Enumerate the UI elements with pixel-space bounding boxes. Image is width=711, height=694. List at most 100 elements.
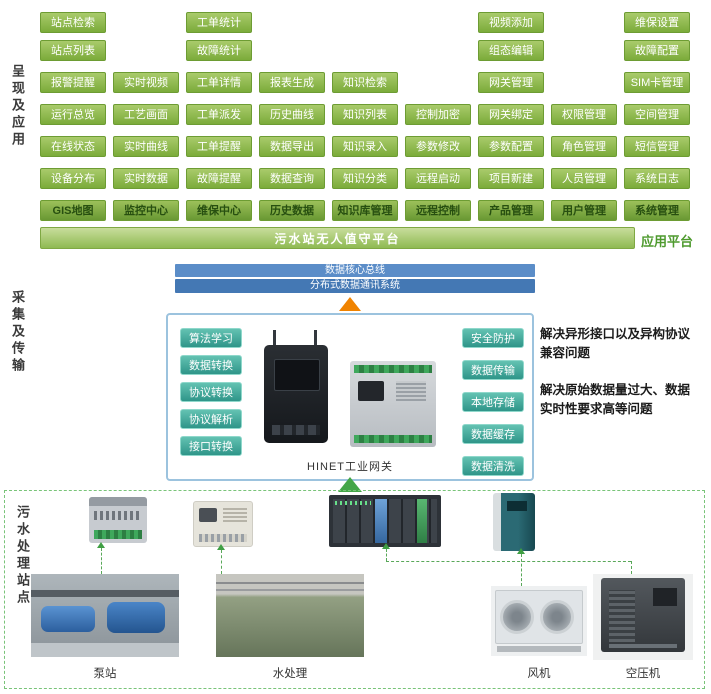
up-arrow-green-icon [338, 477, 362, 492]
app-feature-box: 数据导出 [259, 136, 325, 157]
gateway-function-box: 数据缓存 [462, 424, 524, 444]
platform-bar: 污水站无人值守平台 [40, 227, 635, 249]
note-protocol-compatibility: 解决异形接口以及异构协议兼容问题 [540, 327, 691, 361]
gateway-box: 算法学习数据转换协议转换协议解析接口转换 安全防护数据传输本地存储数据缓存数据清… [166, 313, 534, 481]
gateway-function-box: 数据传输 [462, 360, 524, 380]
industrial-router-image [264, 330, 328, 443]
pump-station-photo [31, 574, 179, 657]
app-feature-box: 故障统计 [186, 40, 252, 61]
gateway-label: HINET工业网关 [307, 461, 393, 473]
up-arrowhead-icon [97, 542, 105, 548]
distributed-comm-bar: 分布式数据通讯系统 [175, 279, 535, 293]
app-feature-box: 工艺画面 [113, 104, 179, 125]
up-arrow-orange-icon [339, 297, 361, 311]
site-label-air-compressor: 空压机 [625, 668, 661, 680]
app-feature-box: 远程控制 [405, 200, 471, 221]
app-feature-box: 用户管理 [551, 200, 617, 221]
gateway-function-box: 本地存储 [462, 392, 524, 412]
app-feature-box: 知识列表 [332, 104, 398, 125]
app-feature-box: 实时视频 [113, 72, 179, 93]
data-core-bus-bar: 数据核心总线 [175, 264, 535, 277]
app-feature-box: 产品管理 [478, 200, 544, 221]
note-data-volume: 解决原始数据量过大、数据实时性要求高等问题 [540, 383, 691, 417]
gateway-function-box: 数据清洗 [462, 456, 524, 476]
gateway-left-functions: 算法学习数据转换协议转换协议解析接口转换 [180, 328, 242, 456]
site-label-water-treatment: 水处理 [272, 668, 308, 680]
dashed-connector [386, 561, 631, 562]
app-feature-box: 知识检索 [332, 72, 398, 93]
gateway-right-functions: 安全防护数据传输本地存储数据缓存数据清洗 [462, 328, 524, 476]
fan-unit-photo [491, 586, 587, 656]
air-compressor-photo [593, 574, 693, 660]
gateway-function-box: 接口转换 [180, 436, 242, 456]
up-arrowhead-icon [517, 548, 525, 554]
app-feature-box: 参数修改 [405, 136, 471, 157]
gateway-function-box: 安全防护 [462, 328, 524, 348]
side-label-presentation: 呈现及应用 [10, 64, 25, 149]
app-feature-box: 工单提醒 [186, 136, 252, 157]
app-feature-box: 参数配置 [478, 136, 544, 157]
app-feature-box: GIS地图 [40, 200, 106, 221]
app-feature-box: 故障提醒 [186, 168, 252, 189]
gateway-function-box: 协议解析 [180, 409, 242, 429]
dashed-connector [631, 561, 632, 574]
io-rack-image [329, 495, 441, 547]
app-feature-box: 项目新建 [478, 168, 544, 189]
app-feature-box: 工单详情 [186, 72, 252, 93]
gateway-function-box: 协议转换 [180, 382, 242, 402]
app-feature-box: 组态编辑 [478, 40, 544, 61]
app-feature-box: 工单统计 [186, 12, 252, 33]
up-arrowhead-icon [217, 544, 225, 550]
controller-device-image [493, 493, 535, 551]
side-label-transmission: 采集及传输 [10, 290, 25, 375]
app-feature-box: 历史曲线 [259, 104, 325, 125]
site-label-fan: 风机 [527, 668, 551, 680]
app-feature-box: 监控中心 [113, 200, 179, 221]
app-feature-box: 人员管理 [551, 168, 617, 189]
app-feature-box: SIM卡管理 [624, 72, 690, 93]
app-feature-box: 空间管理 [624, 104, 690, 125]
dashed-connector [101, 548, 102, 574]
app-feature-box: 知识库管理 [332, 200, 398, 221]
app-feature-box: 网关绑定 [478, 104, 544, 125]
app-feature-box: 工单派发 [186, 104, 252, 125]
app-feature-box: 知识分类 [332, 168, 398, 189]
gateway-function-box: 算法学习 [180, 328, 242, 348]
app-feature-box: 维保设置 [624, 12, 690, 33]
app-feature-box: 运行总览 [40, 104, 106, 125]
side-label-stations: 污水处理站点 [15, 505, 30, 607]
app-feature-box: 角色管理 [551, 136, 617, 157]
app-feature-box: 报警提醒 [40, 72, 106, 93]
plc-device-2-image [193, 501, 253, 547]
dashed-connector [221, 550, 222, 574]
app-feature-box: 网关管理 [478, 72, 544, 93]
water-treatment-photo [216, 574, 364, 657]
app-feature-box: 系统管理 [624, 200, 690, 221]
app-feature-box: 控制加密 [405, 104, 471, 125]
app-feature-box: 系统日志 [624, 168, 690, 189]
app-feature-box: 站点列表 [40, 40, 106, 61]
dashed-connector [386, 549, 387, 561]
dashed-connector [521, 554, 522, 586]
gateway-function-box: 数据转换 [180, 355, 242, 375]
stations-section: 污水处理站点 [4, 490, 705, 689]
app-feature-box: 知识录入 [332, 136, 398, 157]
app-feature-box: 站点检索 [40, 12, 106, 33]
site-label-pump-station: 泵站 [93, 668, 117, 680]
app-feature-box: 历史数据 [259, 200, 325, 221]
app-feature-box: 数据查询 [259, 168, 325, 189]
plc-device-1-image [89, 497, 147, 543]
app-feature-box: 短信管理 [624, 136, 690, 157]
app-feature-box: 视频添加 [478, 12, 544, 33]
app-feature-box: 设备分布 [40, 168, 106, 189]
plc-module-image [350, 361, 436, 447]
app-feature-box: 报表生成 [259, 72, 325, 93]
app-feature-box: 实时曲线 [113, 136, 179, 157]
up-arrowhead-icon [382, 543, 390, 549]
app-feature-box: 远程启动 [405, 168, 471, 189]
app-feature-box: 实时数据 [113, 168, 179, 189]
app-feature-box: 故障配置 [624, 40, 690, 61]
application-platform-label: 应用平台 [641, 234, 694, 249]
app-feature-box: 在线状态 [40, 136, 106, 157]
